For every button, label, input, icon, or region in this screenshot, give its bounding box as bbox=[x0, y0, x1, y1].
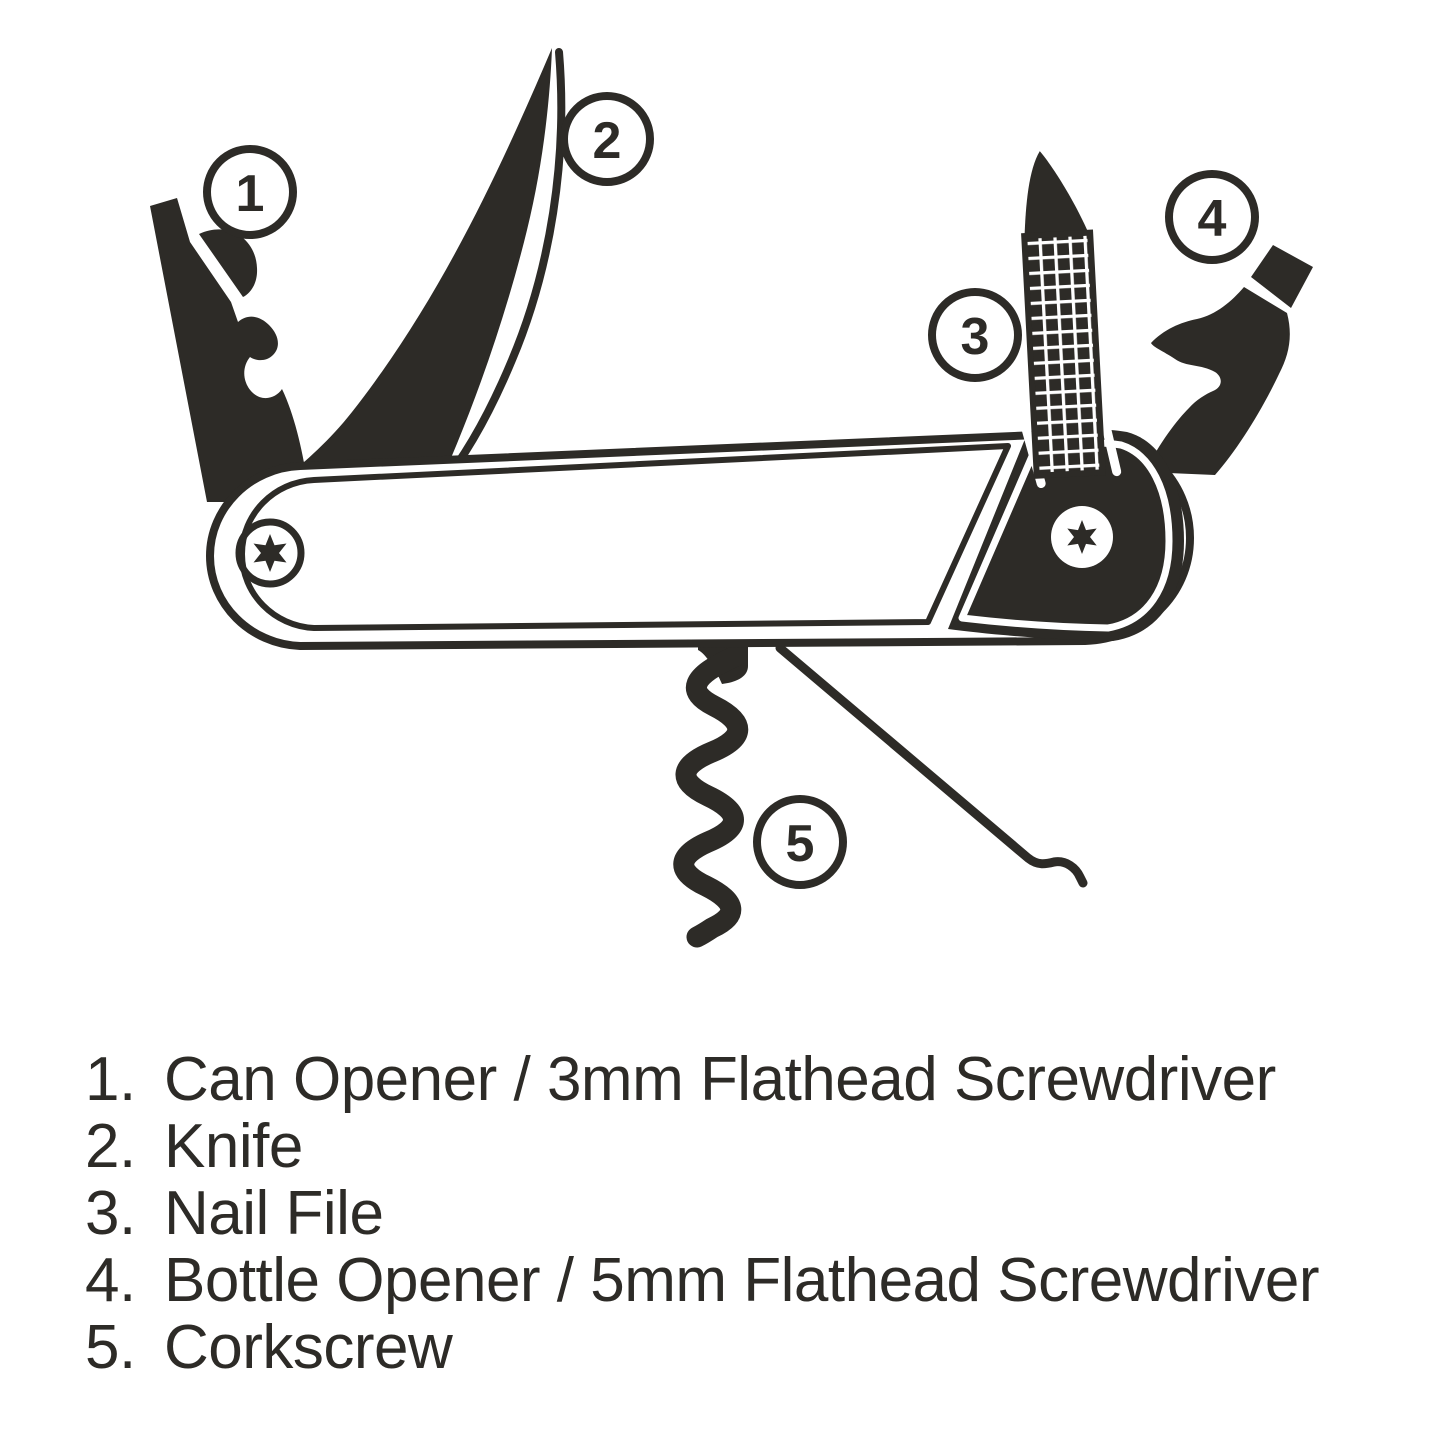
legend-item-number: 1. bbox=[85, 1045, 136, 1114]
callout-3: 3 bbox=[928, 288, 1022, 382]
knife-blade-shape bbox=[285, 48, 552, 505]
knife-diagram: 1 2 3 4 5 bbox=[150, 48, 1313, 948]
legend-item: 2. Knife bbox=[85, 1113, 1319, 1180]
callout-1-circle bbox=[203, 145, 297, 239]
legend: 1. Can Opener / 3mm Flathead Screwdriver… bbox=[85, 1046, 1320, 1381]
nail-file-gap-right bbox=[1100, 417, 1122, 477]
pivot-screw-right-torx-icon bbox=[1067, 520, 1097, 554]
callout-2-circle bbox=[560, 92, 654, 186]
callout-1-number: 1 bbox=[236, 165, 265, 223]
nail-file-grid bbox=[1021, 229, 1106, 479]
legend-item: 1. Can Opener / 3mm Flathead Screwdriver bbox=[85, 1046, 1319, 1113]
legend-item-number: 2. bbox=[85, 1112, 136, 1181]
legend-item-number: 4. bbox=[85, 1246, 136, 1315]
can-opener-shaft bbox=[150, 198, 311, 502]
can-opener-cutter-disc bbox=[199, 229, 258, 297]
legend-item-label: Can Opener / 3mm Flathead Screwdriver bbox=[164, 1045, 1276, 1114]
legend-item-label: Knife bbox=[164, 1112, 303, 1181]
callout-2-number: 2 bbox=[593, 112, 622, 170]
pivot-screw-left-torx-icon bbox=[253, 534, 287, 572]
callout-4: 4 bbox=[1165, 170, 1259, 264]
callout-4-number: 4 bbox=[1198, 190, 1227, 248]
screwdriver-tip bbox=[1251, 245, 1313, 308]
corkscrew-tool bbox=[673, 642, 749, 948]
callout-5: 5 bbox=[753, 795, 847, 889]
can-opener-tool bbox=[150, 198, 311, 502]
legend-item-label: Bottle Opener / 5mm Flathead Screwdriver bbox=[164, 1246, 1320, 1315]
bottle-opener-shaft bbox=[1145, 287, 1290, 475]
legend-item: 5. Corkscrew bbox=[85, 1314, 1319, 1381]
nail-file-point bbox=[1024, 151, 1090, 241]
corkscrew-helix bbox=[673, 645, 749, 948]
callouts: 1 2 3 4 5 bbox=[203, 92, 1259, 889]
legend-item: 4. Bottle Opener / 5mm Flathead Screwdri… bbox=[85, 1246, 1320, 1315]
legend-item-label: Corkscrew bbox=[164, 1313, 453, 1382]
legend-item-label: Nail File bbox=[164, 1179, 384, 1248]
nail-file-tool bbox=[1021, 151, 1122, 489]
pivot-screw-left bbox=[235, 518, 305, 588]
legend-item-number: 3. bbox=[85, 1179, 136, 1248]
callout-1: 1 bbox=[203, 145, 297, 239]
callout-5-number: 5 bbox=[786, 815, 815, 873]
callout-3-number: 3 bbox=[961, 308, 990, 366]
legend-item: 3. Nail File bbox=[85, 1180, 1319, 1247]
callout-4-circle bbox=[1165, 170, 1259, 264]
legend-item-number: 5. bbox=[85, 1313, 136, 1382]
callout-2: 2 bbox=[560, 92, 654, 186]
callout-5-circle bbox=[753, 795, 847, 889]
pin-tool bbox=[775, 643, 1088, 888]
callout-3-circle bbox=[928, 288, 1022, 382]
knife-blade-tool bbox=[285, 48, 566, 505]
handle-body bbox=[206, 429, 1194, 650]
bottle-opener-tool bbox=[1145, 245, 1313, 475]
